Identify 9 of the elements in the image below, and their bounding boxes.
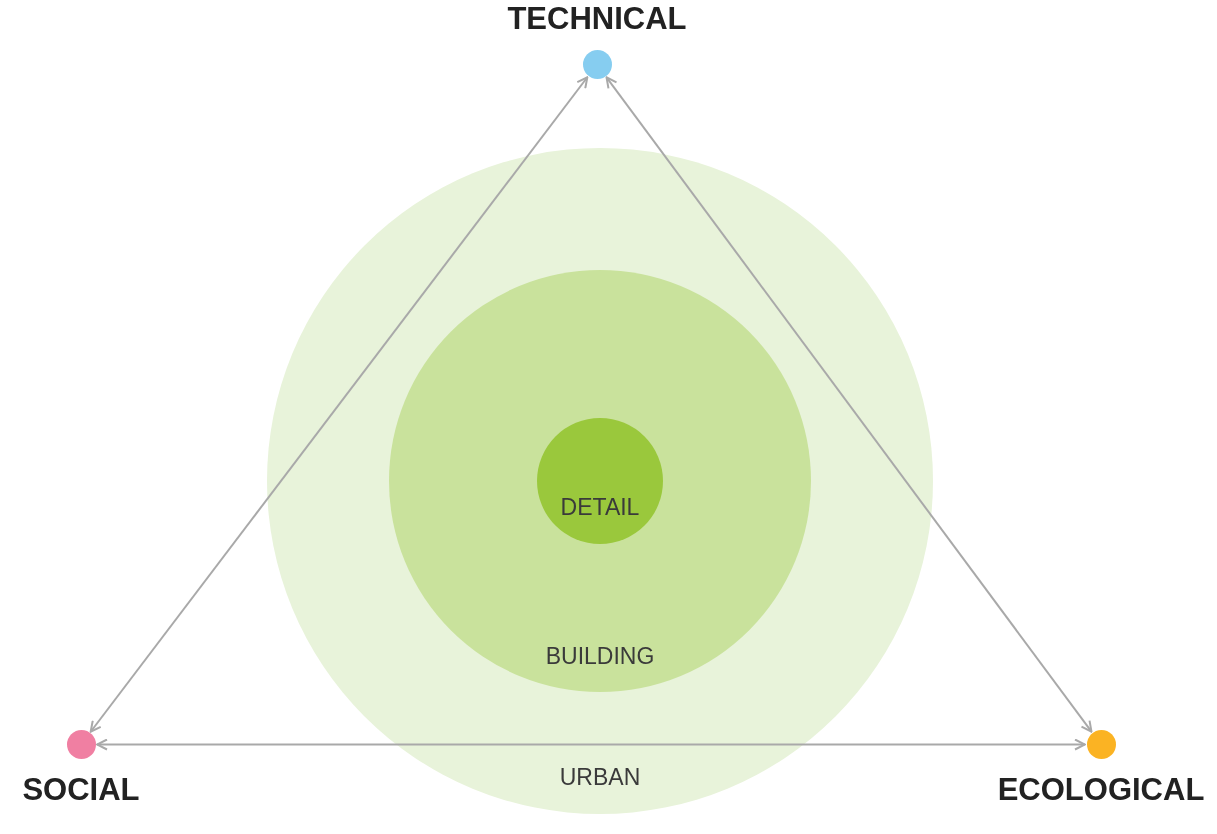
double-arrow (96, 738, 1086, 751)
pole-label: SOCIAL (22, 773, 140, 807)
zone-label: URBAN (559, 762, 641, 792)
double-arrow (89, 76, 589, 733)
pole-label: TECHNICAL (507, 2, 687, 36)
pole-label: ECOLOGICAL (997, 773, 1205, 807)
zone-label: BUILDING (545, 641, 655, 671)
double-arrow (605, 76, 1093, 733)
zone-label: DETAIL (560, 492, 640, 522)
